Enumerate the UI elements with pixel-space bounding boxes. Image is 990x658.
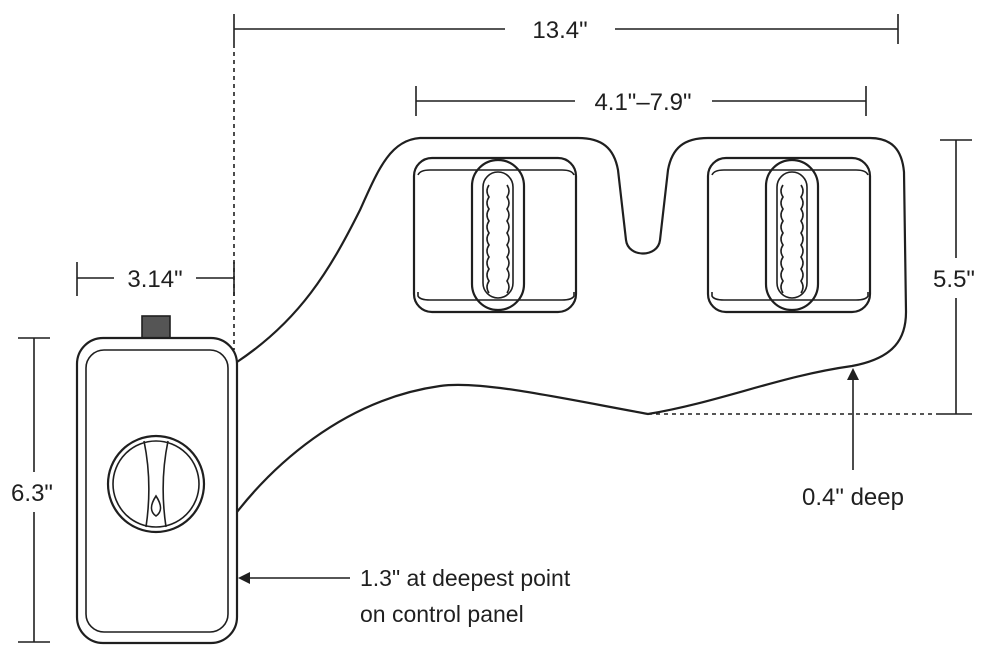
- knob-pointer-icon: [150, 494, 162, 517]
- left-pad-outer: [412, 156, 578, 314]
- body-height-label: 5.5": [933, 266, 975, 293]
- dim-panel-width: 3.14": [76, 262, 235, 296]
- right-slot-inner: [776, 171, 808, 299]
- overall-width-label: 13.4": [532, 17, 587, 44]
- panel-depth-note-line2: on control panel: [360, 601, 524, 627]
- dim-panel-height: 6.3": [11, 337, 53, 643]
- dim-overall-width: 13.4": [233, 14, 899, 350]
- left-slot-ridges: [486, 184, 510, 294]
- right-slot-ridges: [780, 184, 804, 294]
- control-panel: [75, 315, 239, 645]
- knob-grip: [143, 440, 169, 528]
- water-inlet-cap: [141, 315, 171, 339]
- control-panel-outer: [75, 336, 239, 645]
- dim-body-height: 5.5": [648, 139, 975, 415]
- left-pad-inner-bottom: [417, 292, 575, 301]
- control-knob-ring: [112, 440, 200, 528]
- pad-spacing-label: 4.1"–7.9": [594, 89, 691, 116]
- callout-panel-depth: 1.3" at deepest point on control panel: [238, 565, 571, 627]
- right-nozzle-pad: [706, 156, 872, 314]
- left-pad-inner-top: [417, 169, 575, 176]
- body-outline: [236, 136, 908, 513]
- bidet-body: [236, 136, 908, 513]
- panel-width-label: 3.14": [127, 266, 182, 293]
- callout-plate-depth: 0.4" deep: [802, 368, 904, 511]
- right-pad-inner-bottom: [711, 292, 869, 301]
- right-pad-inner-top: [711, 169, 869, 176]
- panel-depth-note-line1: 1.3" at deepest point: [360, 565, 571, 591]
- right-pad-outer: [706, 156, 872, 314]
- panel-height-label: 6.3": [11, 480, 53, 507]
- dim-pad-spacing: 4.1"–7.9": [415, 86, 867, 116]
- control-panel-inner: [85, 349, 229, 633]
- plate-depth-label: 0.4" deep: [802, 484, 904, 511]
- control-knob-icon: [106, 434, 206, 534]
- left-slot-outer: [470, 158, 526, 312]
- right-slot-outer: [764, 158, 820, 312]
- left-slot-inner: [482, 171, 514, 299]
- left-nozzle-pad: [412, 156, 578, 314]
